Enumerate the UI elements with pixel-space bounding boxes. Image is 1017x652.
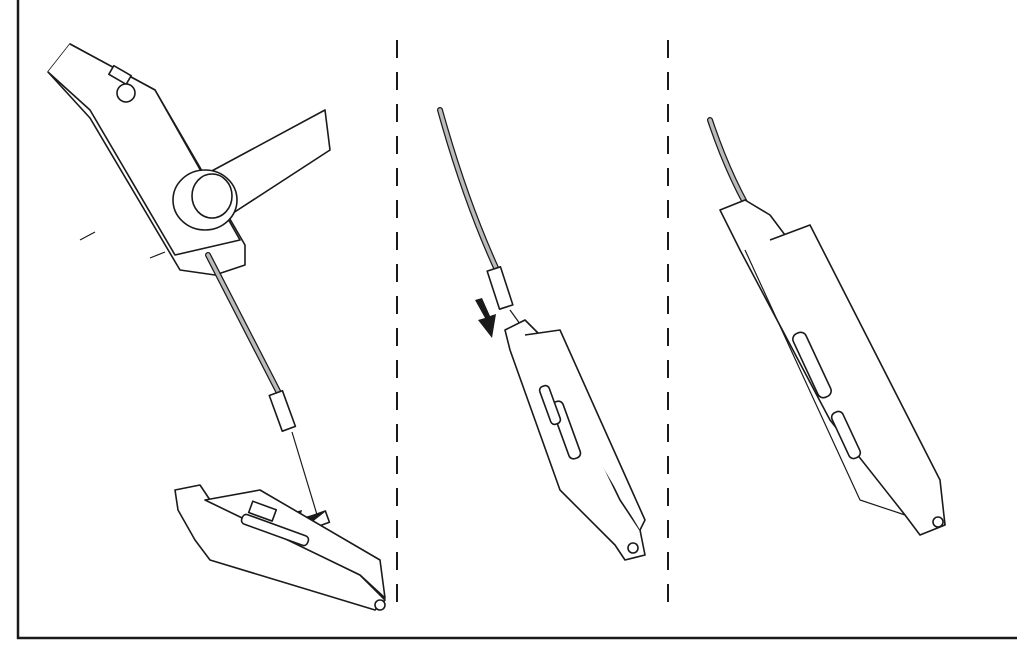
arrow-down-icon (475, 298, 496, 338)
cable-panel-2 (437, 107, 529, 336)
latch-bracket-panel-2 (504, 319, 646, 561)
keyhole-icon (116, 83, 136, 103)
key-cylinder-icon (108, 64, 132, 86)
latch-bracket-panel-1 (174, 484, 386, 611)
cable-panel-1 (205, 252, 331, 530)
latch-bracket-panel-3 (719, 199, 946, 536)
lever-trim-assembly (47, 43, 331, 276)
